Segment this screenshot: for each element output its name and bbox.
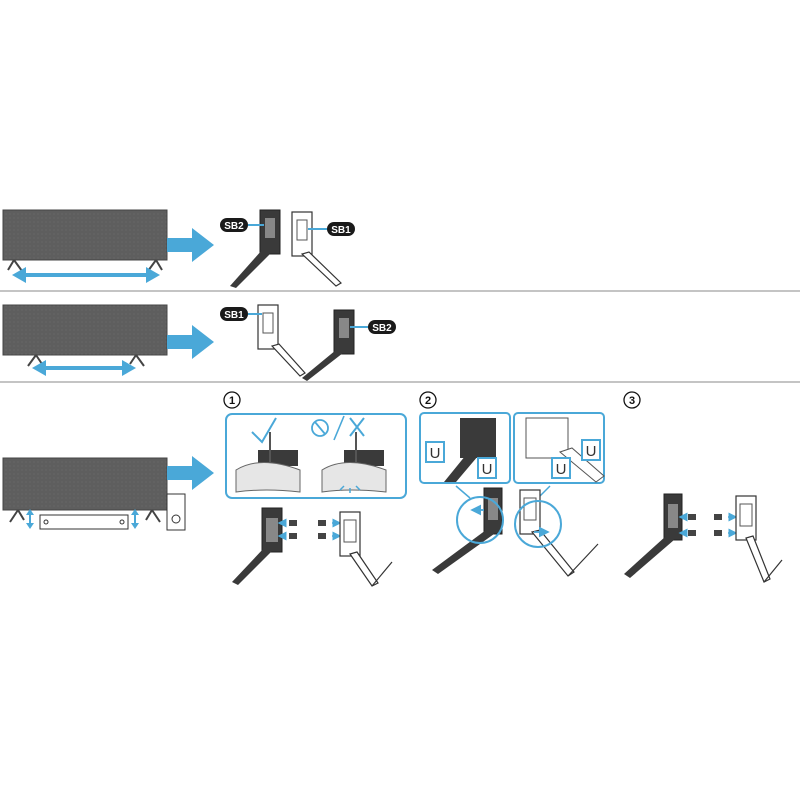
screws	[688, 514, 722, 536]
height-arrow-icon	[26, 509, 34, 529]
step-3-assembly	[624, 493, 783, 583]
u-label: U	[425, 441, 445, 463]
step-3: 3	[623, 391, 783, 583]
svg-text:U: U	[430, 445, 441, 462]
stand-bracket-sb2	[302, 309, 355, 381]
row-2-narrow-position: SB1 SB2	[2, 304, 396, 381]
svg-text:U: U	[586, 443, 597, 460]
tag-sb1: SB1	[220, 307, 262, 321]
soundbar	[39, 514, 129, 530]
stand-bracket-sb1	[291, 211, 342, 287]
right-arrow-icon	[167, 325, 214, 359]
row-3-soundbar-position: 1	[2, 391, 783, 587]
step-3-number: 3	[629, 395, 635, 407]
step-1-detail-callout	[225, 413, 407, 499]
u-label: U	[581, 439, 601, 461]
width-double-arrow-icon	[12, 267, 160, 283]
tv-wide-stand	[2, 209, 168, 272]
tv-narrow-stand	[2, 304, 168, 367]
step-1-assembly	[232, 507, 393, 587]
prohibited-icon	[311, 419, 329, 437]
tag-sb1: SB1	[308, 222, 355, 236]
subwoofer	[166, 493, 186, 531]
step-1-number: 1	[229, 395, 235, 407]
right-arrow-icon	[167, 456, 214, 490]
tag-sb2: SB2	[220, 218, 264, 232]
tv-with-soundbar	[2, 457, 186, 531]
step-1: 1	[223, 391, 407, 587]
step-2-detail-light: U U	[513, 412, 605, 484]
step-2: 2 U U U	[419, 391, 605, 577]
tag-sb1-label: SB1	[224, 310, 244, 321]
step-2-assembly	[432, 485, 599, 577]
screws	[289, 520, 326, 539]
stand-bracket-sb1	[257, 304, 306, 377]
height-arrow-icon	[131, 509, 139, 529]
tag-sb2-label: SB2	[372, 323, 392, 334]
width-double-arrow-icon	[32, 360, 136, 376]
cross-icon	[349, 417, 365, 437]
right-arrow-icon	[167, 228, 214, 262]
check-icon	[251, 417, 277, 444]
svg-text:U: U	[482, 461, 493, 478]
step-2-number: 2	[425, 395, 431, 407]
screwdriver-incorrect	[321, 432, 387, 493]
screwdriver-correct	[235, 432, 301, 493]
row-1-wide-position: SB2 SB1	[2, 209, 355, 288]
tag-sb2-label: SB2	[224, 221, 244, 232]
step-2-detail-dark: U U	[419, 412, 511, 484]
svg-text:U: U	[556, 461, 567, 478]
stand-bracket-sb2	[230, 209, 281, 288]
u-label: U	[477, 457, 497, 479]
u-label: U	[551, 457, 571, 479]
tag-sb1-label: SB1	[331, 225, 351, 236]
tag-sb2: SB2	[350, 320, 396, 334]
